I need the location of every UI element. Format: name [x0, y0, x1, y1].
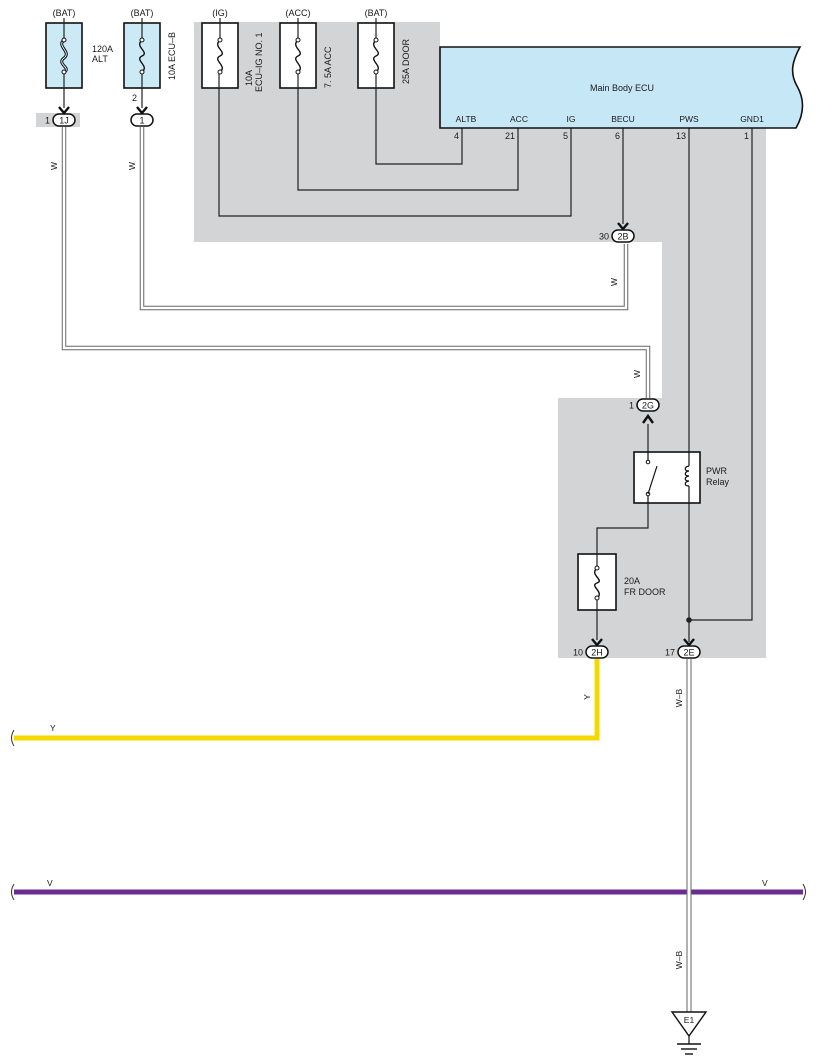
yellow-wire — [11, 659, 600, 747]
relay-switch-icon — [647, 465, 658, 495]
relay-coil-icon — [684, 465, 690, 487]
connector-2h-pin: 10 — [573, 648, 583, 658]
ecu-title: Main Body ECU — [590, 83, 654, 93]
ecu-terminal-altb: ALTB — [456, 114, 477, 124]
connector-2b-name: 2B — [617, 232, 628, 242]
fuse-ecuig-source: (IG) — [212, 8, 228, 18]
wire-label-w4: W — [632, 370, 642, 378]
fuse-symbol — [139, 39, 145, 73]
connector-2g: 2G 1 — [629, 398, 660, 424]
white-wires — [61, 127, 651, 398]
fuse-symbol — [295, 39, 301, 73]
ecu-terminal-acc: ACC — [510, 114, 528, 124]
connector-1j: 1J 1 — [45, 106, 76, 127]
fuse-alt-source: (BAT) — [53, 8, 76, 18]
pwr-relay — [633, 451, 701, 504]
main-body-ecu: Main Body ECU ALTB ACC IG BECU PWS GND1 — [439, 46, 804, 129]
connector-2b: 2B 30 — [599, 222, 635, 243]
ecu-pin-ig: 5 — [563, 131, 568, 141]
connector-1j-pin: 1 — [45, 116, 50, 126]
ecu-pin-pws: 13 — [676, 131, 686, 141]
wire-label-wb-bottom: W–B — [674, 950, 684, 969]
ecu-pin-gnd1: 1 — [744, 131, 749, 141]
fuse-ecuig-rating: 10A — [244, 70, 254, 86]
fuse-acc-source: (ACC) — [286, 8, 311, 18]
ecu-pin-acc: 21 — [505, 131, 515, 141]
fr-door-fuse-rating: 20A — [624, 576, 640, 586]
fuse-alt-name: ALT — [92, 54, 108, 64]
wire-label-v-left: V — [47, 878, 53, 888]
fuse-fr-door — [577, 553, 617, 611]
connector-2e-name: 2E — [683, 648, 694, 658]
ground-e1: E1 — [670, 1011, 708, 1055]
fuse-ecub-label: 10A ECU–B — [167, 32, 177, 80]
wire-label-v-right: V — [762, 878, 768, 888]
ecu-pin-altb: 4 — [454, 131, 459, 141]
fuse-door-label: 25A DOOR — [401, 38, 411, 84]
connector-2e: 2E 17 — [665, 638, 701, 659]
fuse-symbol — [594, 567, 600, 599]
fr-door-fuse-name: FR DOOR — [624, 587, 666, 597]
fuse-source-labels: (BAT) (BAT) (IG) (ACC) (BAT) — [53, 8, 388, 18]
relay-label-line1: PWR — [706, 466, 727, 476]
relay-label-line2: Relay — [706, 477, 730, 487]
fuse-door-source: (BAT) — [365, 8, 388, 18]
connector-1-pin: 2 — [132, 93, 137, 103]
ecu-terminal-gnd1: GND1 — [740, 114, 764, 124]
connector-2b-pin: 30 — [599, 232, 609, 242]
connector-2e-pin: 17 — [665, 648, 675, 658]
internal-wires — [63, 88, 753, 642]
connector-2g-pin: 1 — [629, 401, 634, 411]
splice-point — [686, 617, 692, 623]
wire-label-w1: W — [49, 162, 59, 170]
ecu-terminal-pws: PWS — [679, 114, 699, 124]
connector-1-name: 1 — [139, 116, 144, 126]
ground-name: E1 — [684, 1015, 695, 1025]
fuse-symbol — [373, 39, 379, 73]
violet-wire — [11, 883, 806, 901]
wire-label-y-left: Y — [50, 723, 56, 733]
connector-2h-name: 2H — [591, 648, 603, 658]
connector-1: 1 2 — [130, 93, 154, 127]
fuse-door — [357, 18, 395, 89]
fuse-ecu-b — [123, 18, 161, 89]
connector-2h: 2H 10 — [573, 638, 609, 659]
wire-label-y: Y — [582, 694, 592, 700]
ecu-pin-becu: 6 — [615, 131, 620, 141]
fuse-alt — [45, 18, 83, 89]
fuse-acc-label: 7. 5A ACC — [323, 46, 333, 88]
fuse-alt-rating: 120A — [92, 44, 113, 54]
ecu-terminal-ig: IG — [567, 114, 576, 124]
fuse-ecub-source: (BAT) — [131, 8, 154, 18]
fuse-symbol — [217, 39, 223, 73]
wire-label-wb-top: W–B — [674, 688, 684, 707]
fuse-acc — [279, 18, 317, 89]
wire-label-w3: W — [609, 278, 619, 286]
connector-1j-name: 1J — [59, 116, 69, 126]
ecu-terminal-becu: BECU — [611, 114, 635, 124]
connector-2g-name: 2G — [642, 401, 654, 411]
wire-label-w2: W — [127, 162, 137, 170]
fuse-ecu-ig-no1 — [201, 18, 239, 89]
fuse-ecuig-name: ECU–IG NO. 1 — [254, 32, 264, 92]
